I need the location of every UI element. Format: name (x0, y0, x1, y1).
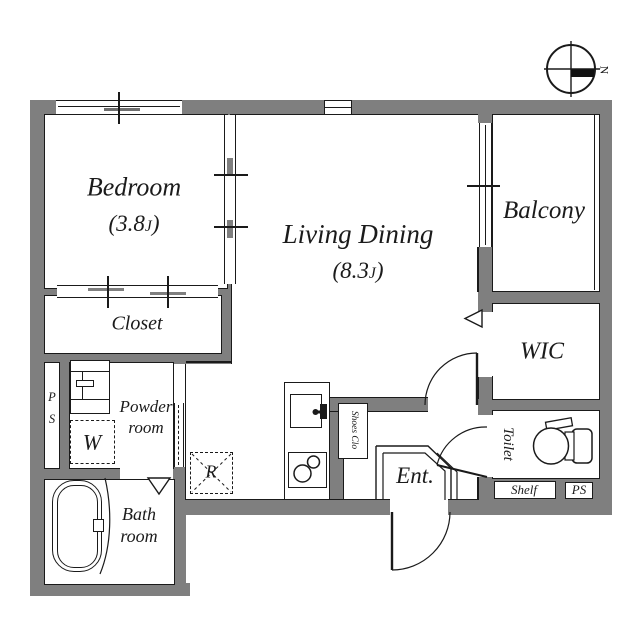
window-tick (117, 92, 120, 124)
face-line (230, 283, 232, 364)
balcony-label: Balcony (503, 196, 585, 224)
partition-tick (214, 226, 248, 228)
genkan-outline (436, 452, 458, 500)
shelf-label: Shelf (511, 482, 537, 498)
closet-label: Closet (111, 312, 163, 335)
washbasin-icon (70, 360, 110, 414)
bath-door-opening (120, 466, 173, 479)
pipe-space-left-area (43, 362, 60, 469)
wic-label: WIC (520, 338, 564, 365)
refrigerator-space (190, 452, 233, 494)
face-line (330, 410, 428, 412)
washer-label: W (82, 429, 102, 455)
pipe-space-right-box (565, 482, 593, 499)
washer-space (70, 420, 115, 464)
living-area-label: (8.3J) (332, 257, 384, 283)
door-swing-icon (391, 511, 451, 571)
living-dining-label: Living Dining (282, 218, 434, 249)
wall-bath-right (173, 467, 186, 596)
powder-line1: Powder (119, 397, 173, 416)
face-line (184, 364, 186, 500)
vanity-line (71, 371, 109, 373)
bath-line2: room (120, 526, 158, 546)
balcony-area (491, 113, 600, 292)
face-line (448, 498, 478, 500)
balcony-rail-line (593, 115, 595, 290)
vanity-line (71, 399, 109, 401)
wall-powder-bottom (45, 467, 120, 480)
pipe-space-right-label: PS (571, 482, 587, 498)
wic-opening (477, 312, 494, 376)
bathtub-faucet-notch (93, 519, 104, 532)
wall-corridor-bottom (186, 500, 390, 515)
toilet-door-opening (477, 415, 494, 477)
bath-line1: Bath (122, 504, 156, 524)
face-line (477, 477, 479, 500)
refrigerator-label: R (205, 461, 217, 482)
slider-tick (106, 276, 109, 308)
shoes-closet-label: Shoes Clo (348, 410, 359, 450)
kitchen-sink (290, 394, 322, 428)
window-tick (467, 185, 500, 187)
toilet-label: Toilet (499, 427, 516, 461)
ps-line2: S (48, 412, 56, 426)
bathtub-inner (56, 484, 98, 568)
stove (288, 452, 327, 488)
bath-room-label: Bath room (120, 503, 157, 547)
compass-north-bar (571, 69, 594, 77)
powder-room-label: Powder room (120, 396, 173, 438)
bedroom-area-label: (3.8J) (108, 210, 160, 236)
area-pre: (3.8 (108, 210, 145, 236)
wall-mid-vertical-a (478, 115, 493, 123)
area-pre: (8.3 (332, 257, 369, 283)
face-line (330, 396, 428, 398)
slider-tick (166, 276, 169, 308)
ps-line1: P (48, 390, 56, 404)
pipe-space-left-label: P S (48, 386, 56, 430)
wall-ps-right (58, 364, 70, 467)
partition-tick (214, 174, 248, 176)
face-line (477, 247, 479, 292)
area-post: ) (151, 210, 160, 236)
powder-sliding-door (174, 403, 184, 467)
partition-panel-mark (227, 220, 233, 238)
window-mid-line (325, 106, 351, 108)
wall-left (30, 100, 45, 596)
window-sash-mark (104, 107, 140, 111)
shelf-box (494, 481, 556, 499)
compass-north-label: N (597, 65, 612, 75)
face-line (186, 361, 232, 363)
door-swing-icon (424, 352, 478, 406)
face-line (230, 113, 478, 115)
entrance-label: Ent. (396, 462, 434, 488)
bedroom-area (43, 113, 228, 289)
compass-icon (546, 44, 596, 94)
powder-door-dash (178, 405, 179, 465)
bedroom-partition (224, 115, 236, 284)
wall-wic-bottom (478, 398, 612, 412)
area-post: ) (375, 257, 384, 283)
partition-panel-mark (227, 158, 233, 176)
wall-balcony-bottom (478, 290, 612, 305)
wall-right (598, 100, 612, 515)
closet-area (43, 295, 222, 354)
wall-closet-right (218, 283, 232, 364)
vanity-faucet (76, 380, 94, 387)
bedroom-label: Bedroom (86, 172, 182, 202)
area-unit: J (368, 264, 376, 282)
slider-panel-mark (88, 287, 124, 291)
area-unit: J (144, 217, 152, 235)
face-line (477, 377, 479, 399)
shoes-closet-box (338, 403, 368, 459)
powder-line2: room (128, 418, 164, 437)
wall-bottom-left (30, 583, 190, 596)
closet-sliding-door (57, 285, 218, 298)
